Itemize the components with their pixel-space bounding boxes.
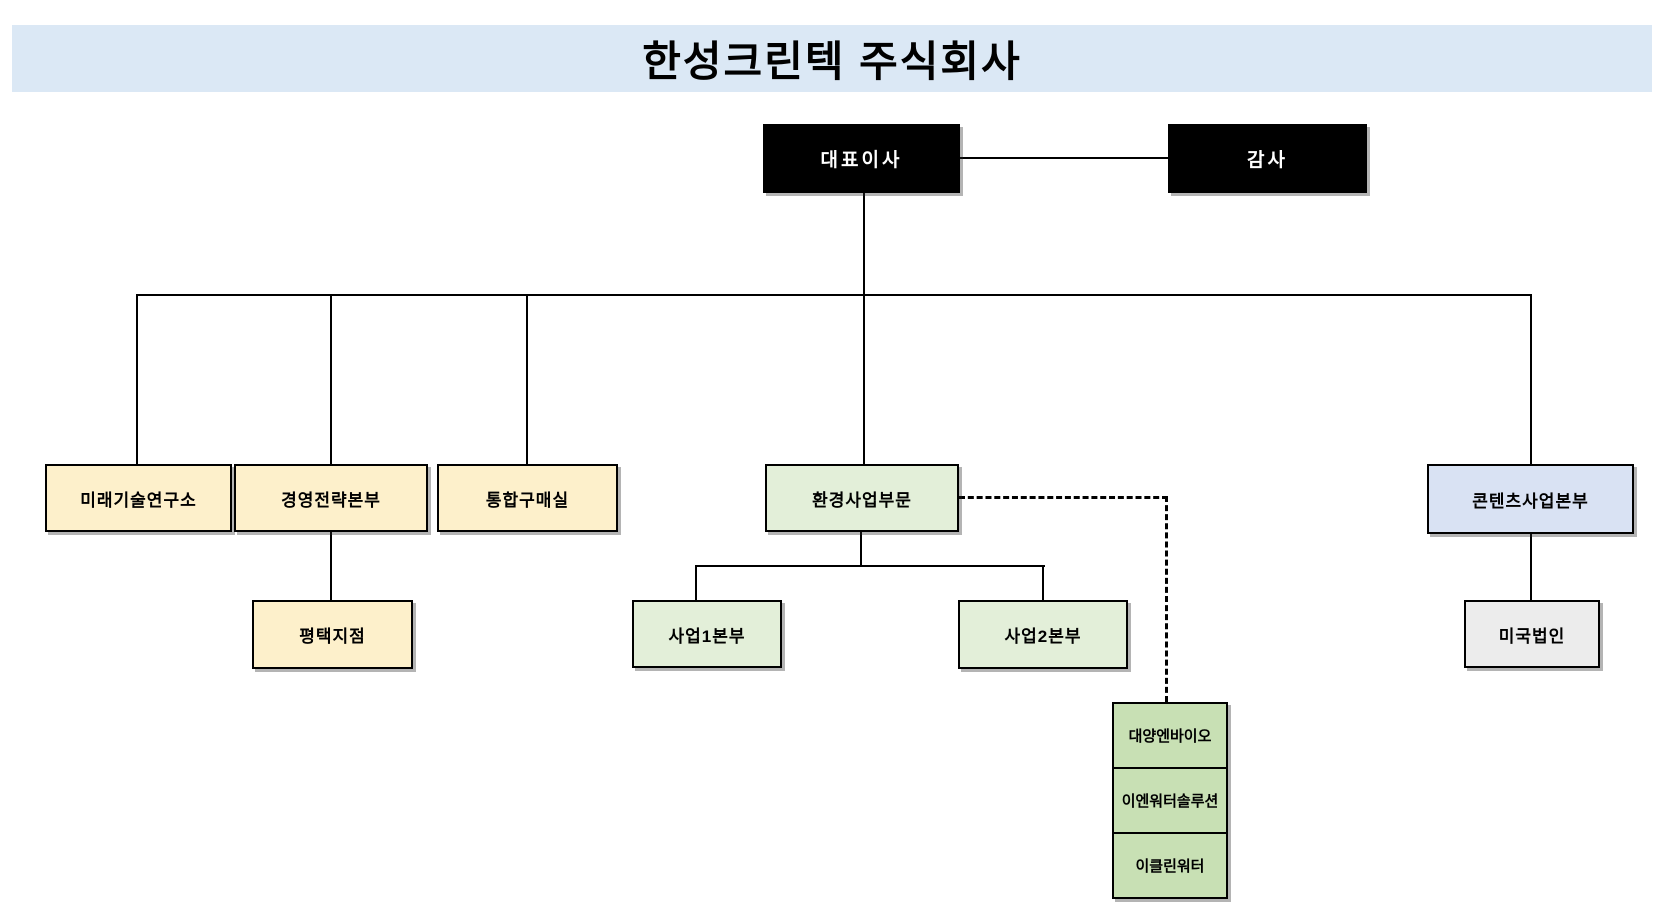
connector-environment-bus xyxy=(695,565,1045,567)
connector-ceo-trunk xyxy=(863,193,865,464)
node-ceo: 대표이사 xyxy=(763,124,960,193)
connector-main-bus xyxy=(136,294,1532,296)
connector-drop-biz1 xyxy=(695,565,697,601)
title-bar: 한성크린텍 주식회사 xyxy=(12,25,1652,92)
node-subsidiary-ecleanwater-label: 이클린워터 xyxy=(1135,858,1205,875)
node-research-institute: 미래기술연구소 xyxy=(45,464,232,532)
company-title: 한성크린텍 주식회사 xyxy=(642,38,1022,85)
connector-drop-contents xyxy=(1530,294,1532,464)
node-subsidiary-daeyang-label: 대양엔바이오 xyxy=(1128,728,1212,745)
connector-strategy-pyeongtaek xyxy=(330,532,332,600)
node-biz1-label: 사업1본부 xyxy=(668,626,746,646)
node-subsidiary-ecleanwater: 이클린워터 xyxy=(1112,832,1228,899)
node-us-label: 미국법인 xyxy=(1498,626,1566,646)
node-integrated-purchasing: 통합구매실 xyxy=(437,464,618,532)
connector-contents-us xyxy=(1530,534,1532,600)
node-auditor-label: 감사 xyxy=(1247,150,1288,171)
node-auditor: 감사 xyxy=(1168,124,1367,193)
connector-drop-biz2 xyxy=(1042,565,1044,601)
dashed-connector-vertical xyxy=(1165,496,1168,702)
node-business1-hq: 사업1본부 xyxy=(632,600,782,668)
node-strategy-label: 경영전략본부 xyxy=(281,490,381,510)
node-management-strategy: 경영전략본부 xyxy=(234,464,428,532)
node-environment-label: 환경사업부문 xyxy=(812,490,912,510)
node-pyeongtaek-label: 평택지점 xyxy=(299,627,366,646)
node-us-corporation: 미국법인 xyxy=(1464,600,1600,668)
node-subsidiary-enwater-label: 이엔워터솔루션 xyxy=(1121,793,1219,810)
node-purchasing-label: 통합구매실 xyxy=(485,490,570,510)
node-research-label: 미래기술연구소 xyxy=(80,490,197,510)
subsidiary-stack: 대양엔바이오 이엔워터솔루션 이클린워터 xyxy=(1112,702,1228,899)
connector-drop-strategy xyxy=(330,294,332,464)
node-biz2-label: 사업2본부 xyxy=(1004,627,1082,646)
connector-environment-stem xyxy=(860,532,862,567)
node-pyeongtaek-branch: 평택지점 xyxy=(252,600,413,669)
dashed-connector-horizontal xyxy=(959,496,1168,499)
node-contents-label: 콘텐츠사업본부 xyxy=(1472,491,1589,511)
node-subsidiary-daeyang: 대양엔바이오 xyxy=(1112,702,1228,769)
connector-ceo-auditor xyxy=(958,157,1170,159)
node-contents-division: 콘텐츠사업본부 xyxy=(1427,464,1634,534)
node-environment-division: 환경사업부문 xyxy=(765,464,959,532)
node-business2-hq: 사업2본부 xyxy=(958,600,1128,669)
node-subsidiary-enwater: 이엔워터솔루션 xyxy=(1112,767,1228,834)
node-ceo-label: 대표이사 xyxy=(820,150,903,171)
connector-drop-research xyxy=(136,294,138,464)
connector-drop-purchasing xyxy=(526,294,528,464)
